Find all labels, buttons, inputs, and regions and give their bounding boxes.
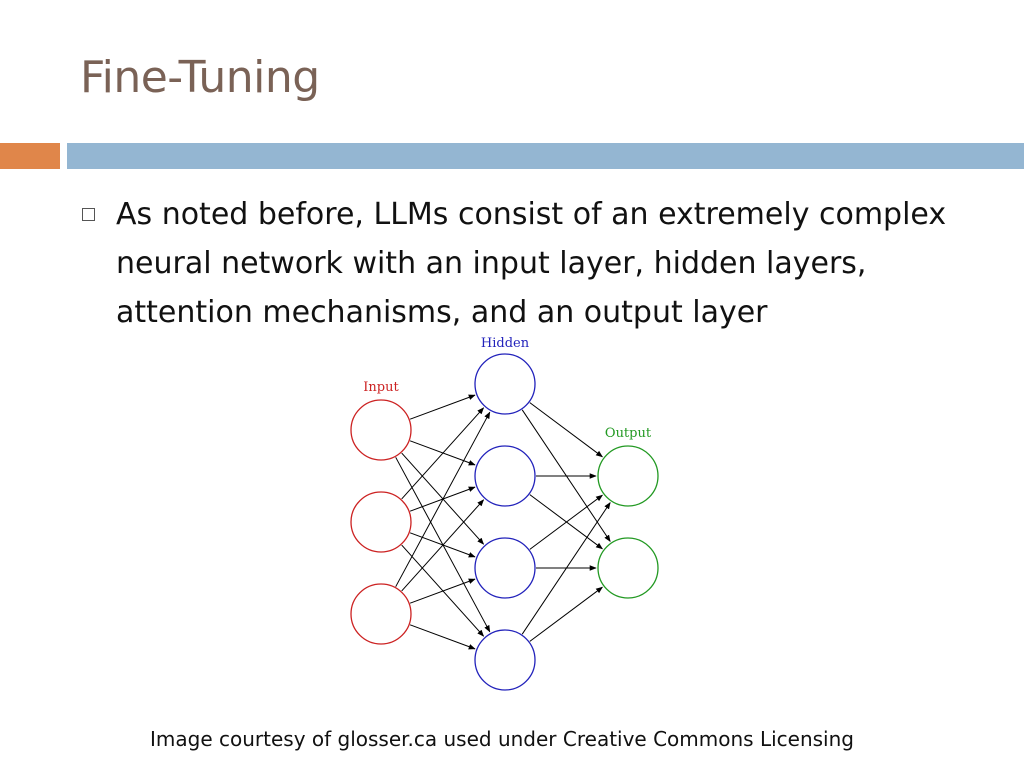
- hidden-layer-label: Hidden: [481, 336, 530, 351]
- title-divider-bar: [67, 143, 1024, 169]
- neural-network-diagram: Input Hidden Output: [350, 336, 659, 691]
- slide-title: Fine-Tuning: [80, 52, 320, 103]
- hidden-node-2: [474, 445, 536, 507]
- image-credit-caption: Image courtesy of glosser.ca used under …: [150, 727, 854, 751]
- connection-arrow: [529, 494, 603, 550]
- connection-arrow: [409, 578, 476, 604]
- connection-arrow: [401, 499, 485, 592]
- bullet-text: As noted before, LLMs consist of an extr…: [116, 197, 947, 330]
- connection-arrow: [401, 407, 485, 500]
- connection-edges: [395, 394, 611, 650]
- connection-arrow: [395, 411, 491, 587]
- output-node-2: [597, 537, 659, 599]
- input-node-3: [350, 583, 412, 645]
- accent-bar: [0, 143, 60, 169]
- square-bullet-icon: [82, 208, 95, 221]
- input-layer-label: Input: [363, 380, 399, 395]
- connection-arrow: [529, 586, 603, 642]
- connection-arrow: [409, 394, 476, 420]
- output-node-1: [597, 445, 659, 507]
- output-layer-label: Output: [605, 426, 652, 441]
- hidden-node-3: [474, 537, 536, 599]
- network-nodes: [350, 353, 659, 691]
- connection-arrow: [521, 502, 611, 635]
- input-node-1: [350, 399, 412, 461]
- connection-arrow: [529, 402, 603, 458]
- connection-arrow: [409, 624, 476, 650]
- hidden-node-4: [474, 629, 536, 691]
- input-node-2: [350, 491, 412, 553]
- hidden-node-1: [474, 353, 536, 415]
